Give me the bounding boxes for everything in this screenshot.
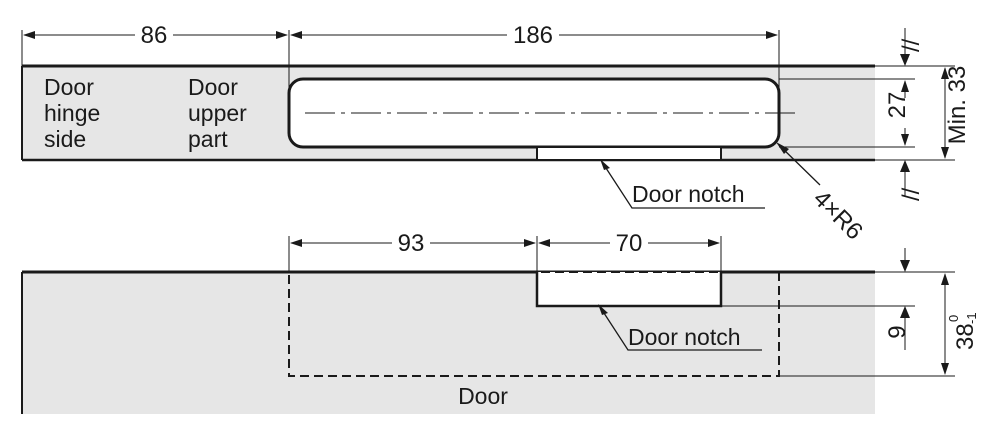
top-view: 86 186 Door hinge side Door upper part D… <box>21 20 971 245</box>
dim-93: 93 <box>398 230 425 257</box>
frame-bottom-view <box>22 272 875 414</box>
leader-door-notch-top <box>603 164 765 209</box>
label-door-upper-part: Door upper part <box>188 74 253 152</box>
parallel-mark-bottom: // <box>898 187 925 201</box>
dim-86: 86 <box>141 22 168 49</box>
dim-27: 27 <box>884 92 911 119</box>
door-outline-dashed <box>288 271 780 377</box>
door-notch-bottom-view <box>537 272 721 306</box>
dim-38: 38 <box>952 323 979 350</box>
tolerance-lower: -1 <box>964 312 979 324</box>
label-door-hinge-side: Door hinge side <box>44 74 107 152</box>
dim-186: 186 <box>513 22 553 49</box>
door-notch-top-view <box>536 146 722 161</box>
bottom-view: 93 70 Door notch Door 9 38 0 -1 <box>21 228 979 414</box>
label-radius: 4×R6 <box>808 185 868 245</box>
dim-9: 9 <box>884 325 911 338</box>
leader-radius <box>779 145 821 186</box>
label-door-notch-top: Door notch <box>632 181 745 207</box>
label-door: Door <box>458 383 508 409</box>
tolerance-upper: 0 <box>946 315 961 322</box>
label-door-notch-bottom: Door notch <box>628 324 741 350</box>
dim-min-33: Min. 33 <box>944 66 971 145</box>
leader-door-notch-bottom <box>601 309 762 351</box>
parallel-mark-top: // <box>898 38 925 52</box>
dim-70: 70 <box>616 230 643 257</box>
